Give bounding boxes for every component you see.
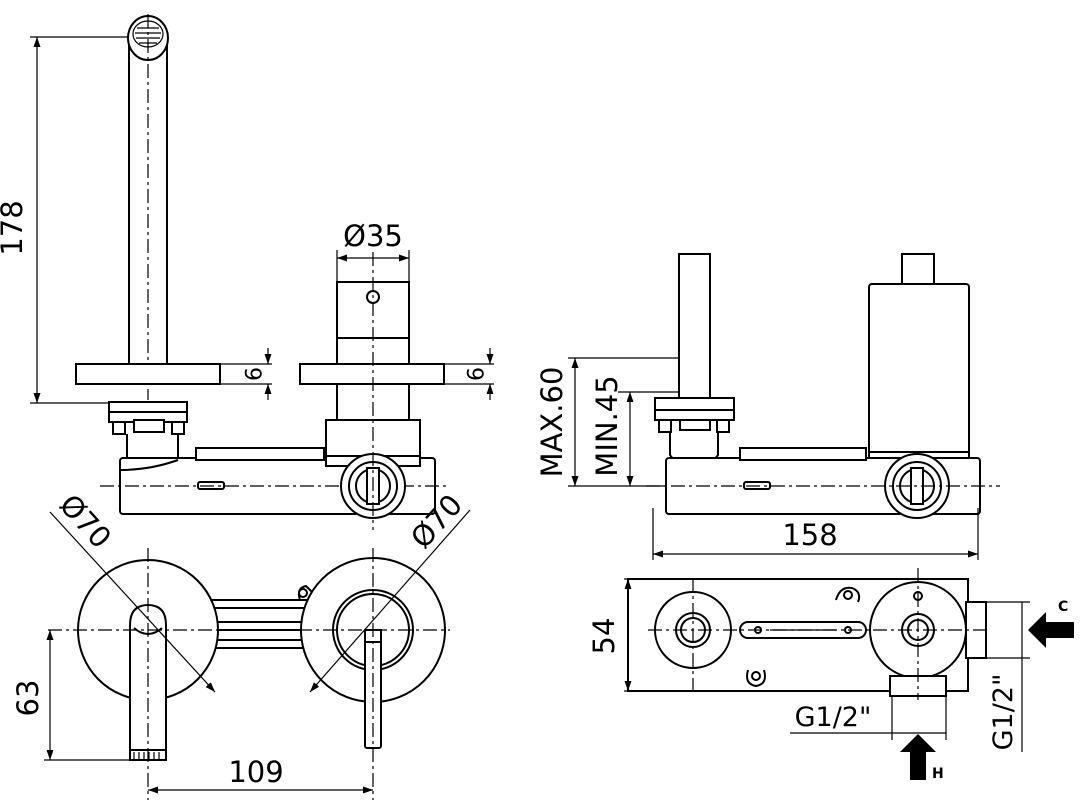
dimension-diameter-35: Ø35 (336, 219, 410, 282)
label-min-45: MIN.45 (590, 375, 624, 476)
spout-tube (127, 14, 169, 400)
dimension-min-45: MIN.45 (590, 375, 679, 486)
dimension-54: 54 (587, 578, 632, 692)
plan-view: 54 G1/2" G1/2" C H (587, 568, 1074, 782)
label-thread-bottom: G1/2" (795, 702, 872, 733)
label-flange-9-right: 9 (461, 367, 486, 381)
dimension-158: 158 (652, 508, 979, 560)
label-width-158: 158 (782, 518, 837, 552)
dimension-max-60: MAX.60 (535, 357, 679, 487)
side-cartridge-sleeve (868, 253, 970, 463)
side-spout-stub (654, 253, 735, 473)
label-thread-side: G1/2" (988, 674, 1019, 751)
label-depth-54: 54 (587, 618, 621, 655)
dimension-flange-9-left: 9 (220, 348, 272, 400)
label-height-63: 63 (11, 680, 45, 717)
label-inlet-hot: H (932, 766, 944, 782)
front-elevation-view: 178 Ø35 9 9 (0, 14, 494, 530)
cold-inlet-arrow: C (1028, 599, 1074, 648)
label-inlet-cold: C (1058, 599, 1068, 615)
label-height-178: 178 (0, 200, 29, 255)
side-body-bar (646, 447, 1000, 519)
label-max-60: MAX.60 (535, 367, 569, 478)
dimension-thread-side: G1/2" (986, 601, 1030, 752)
dimension-63: 63 (11, 630, 130, 761)
left-flange-plate (75, 363, 221, 385)
dimension-flange-9-right: 9 (444, 348, 494, 400)
dimension-thread-bottom: G1/2" (790, 696, 947, 740)
label-diameter-35: Ø35 (343, 219, 403, 253)
hot-inlet-arrow: H (900, 734, 944, 782)
dimension-178: 178 (0, 36, 129, 404)
wall-plate-view: Ø70 Ø70 63 109 (11, 488, 471, 800)
label-width-109: 109 (228, 755, 283, 789)
side-elevation-view: MAX.60 MIN.45 158 (535, 253, 1000, 560)
label-diameter-70-left: Ø70 (53, 488, 118, 555)
mixer-cartridge (299, 252, 445, 530)
dimension-109: 109 (148, 755, 373, 794)
label-flange-9-left: 9 (239, 367, 264, 381)
